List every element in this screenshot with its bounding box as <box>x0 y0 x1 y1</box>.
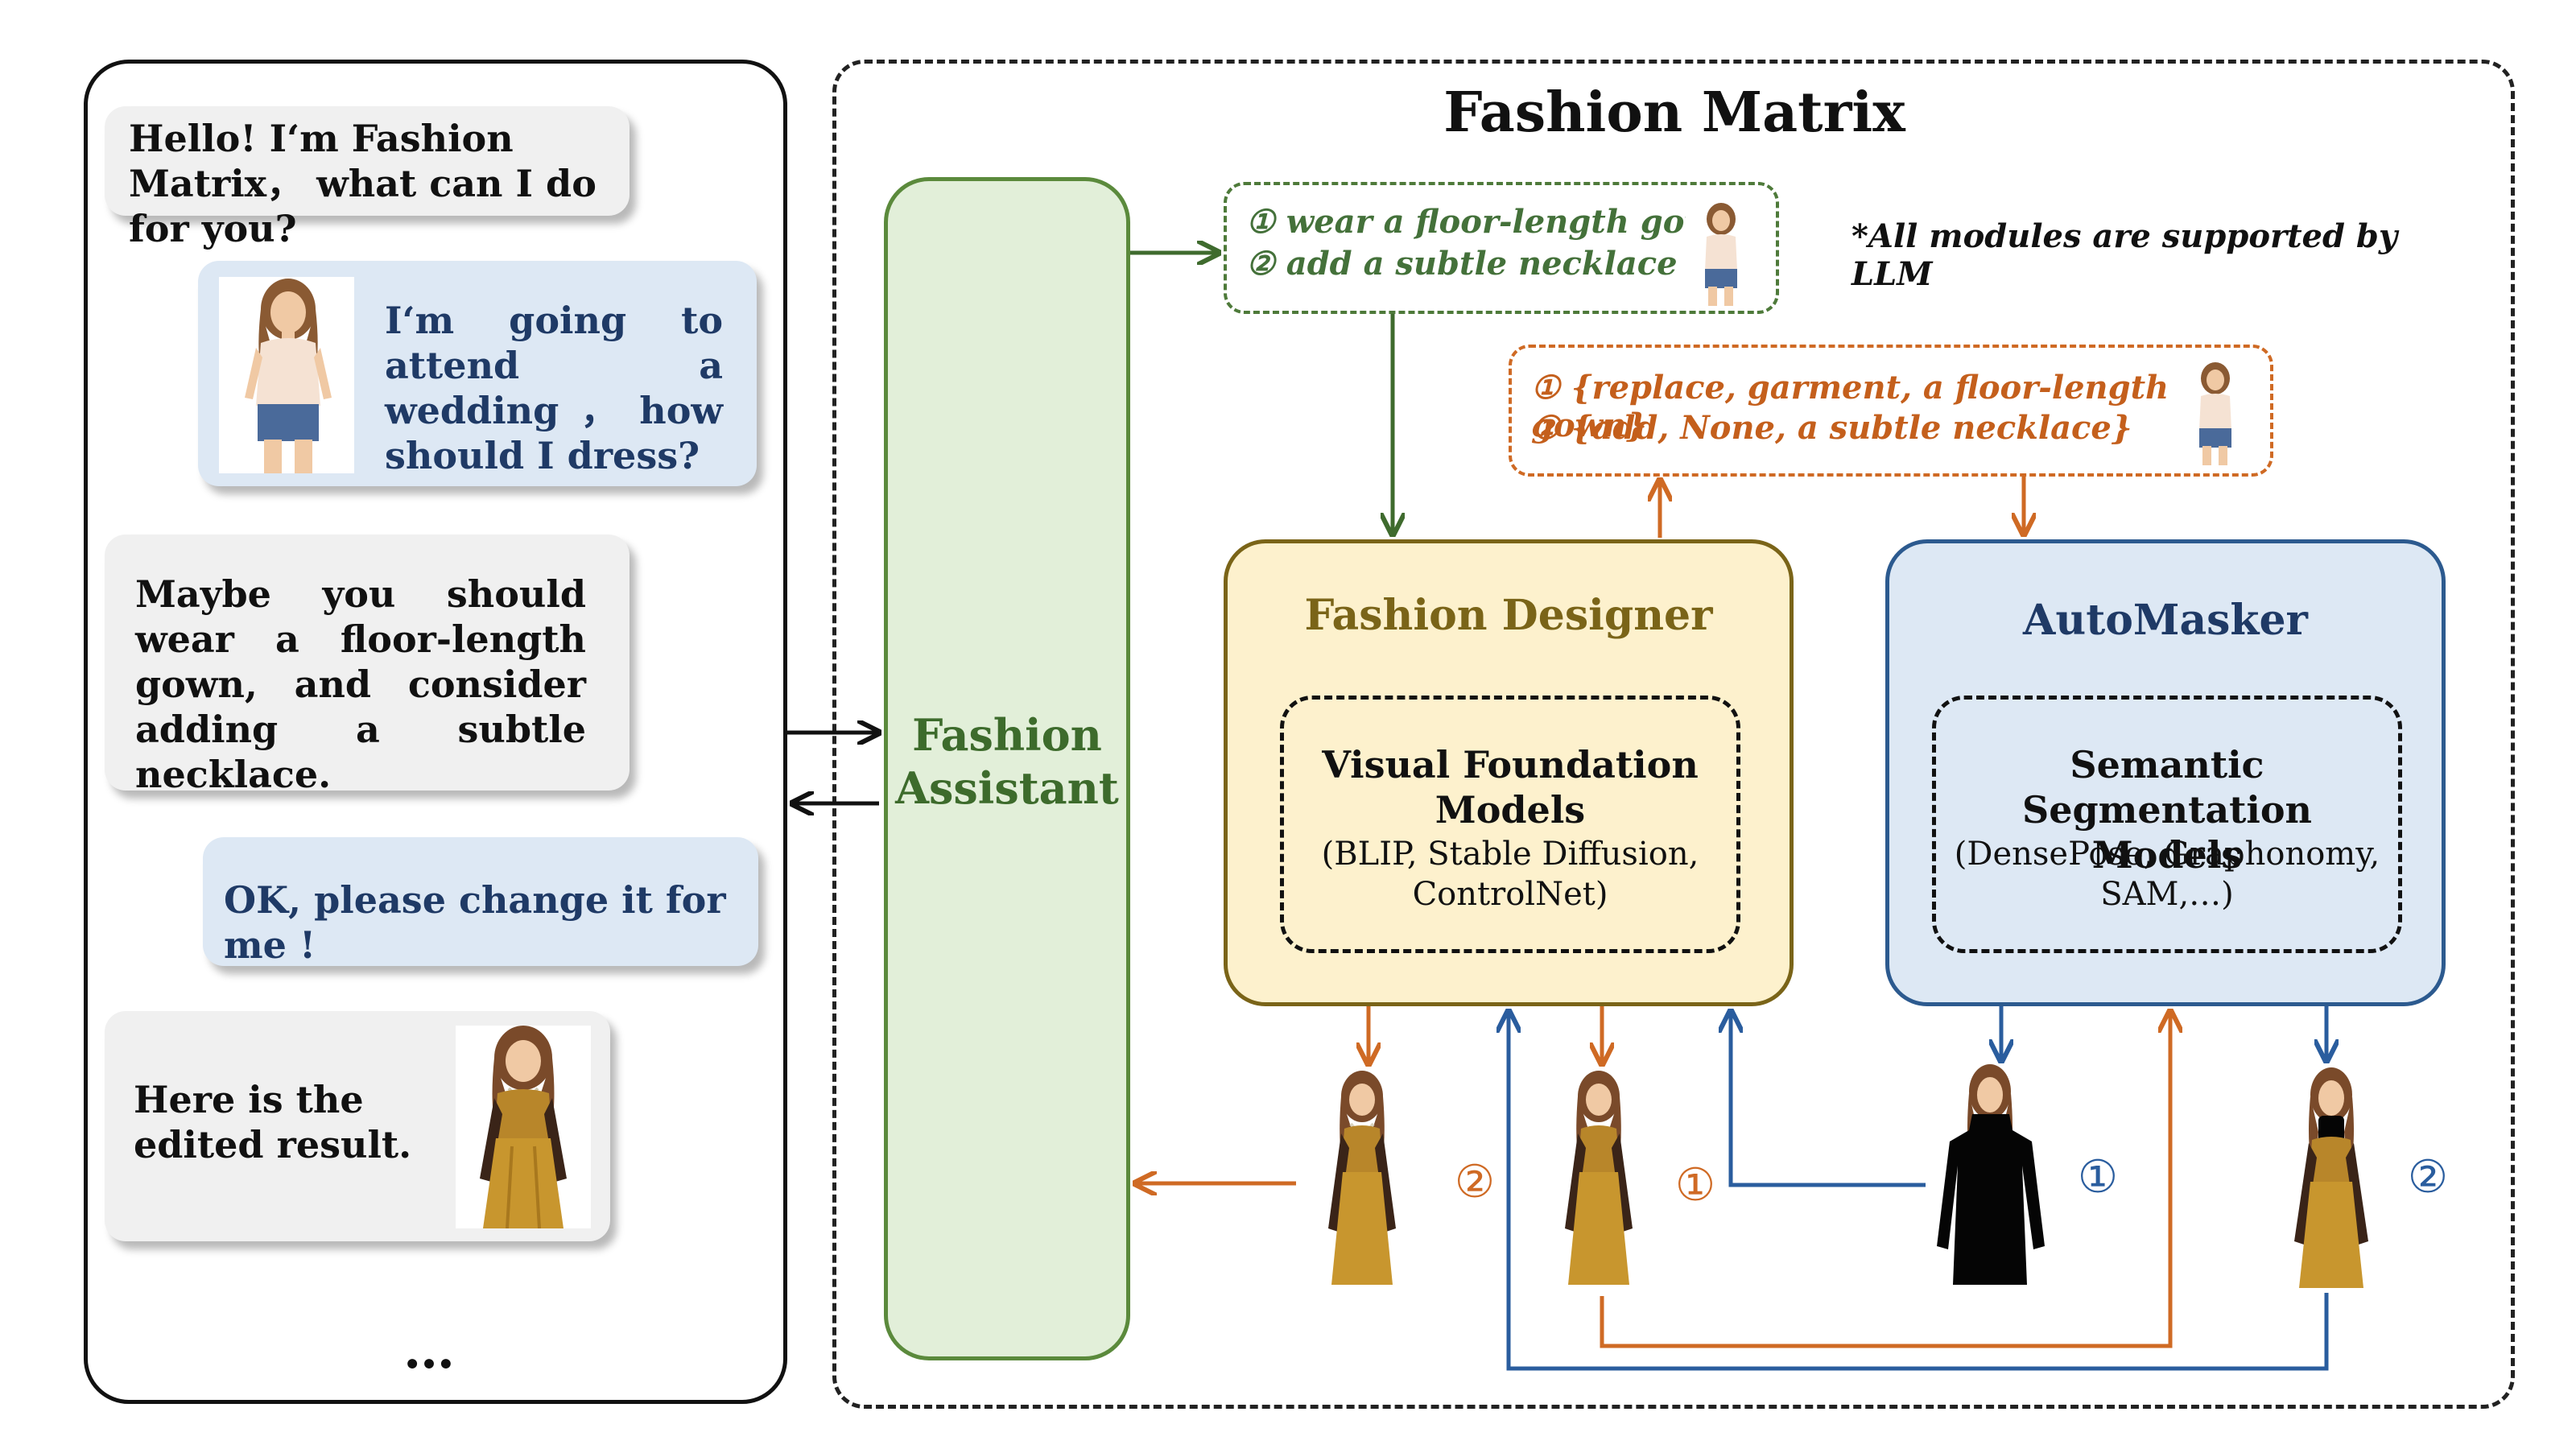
semantic-segmentation-models-title-line1: Semantic Segmentation <box>2022 743 2312 832</box>
garment-mask-image <box>1932 1061 2053 1285</box>
semantic-segmentation-models-box <box>1932 696 2402 953</box>
semantic-segmentation-models-list-line2: SAM,…) <box>2100 876 2234 913</box>
chat-message-suggestion: Maybe you should wear a floor-length gow… <box>105 535 630 796</box>
visual-foundation-models-title: Visual Foundation Models <box>1280 742 1740 832</box>
automasker-box <box>1885 539 2446 1006</box>
chat-message-text: Here is the edited result. <box>134 1078 412 1166</box>
visual-foundation-models-list-line2: ControlNet) <box>1412 876 1608 913</box>
step-label-mask-1: ① <box>2077 1151 2119 1203</box>
necklace-mask-image <box>2275 1064 2388 1288</box>
visual-foundation-models-list-line1: (BLIP, Stable Diffusion, <box>1321 836 1699 873</box>
visual-foundation-models-list: (BLIP, Stable Diffusion, ControlNet) <box>1280 834 1740 914</box>
final-result-image <box>1317 1067 1406 1285</box>
semantic-segmentation-models-title: Semantic Segmentation Models <box>1932 742 2402 877</box>
fashion-assistant-label: Fashion Assistant <box>884 708 1130 815</box>
command-1: ① {replace, garment, a floor-length gown… <box>1531 369 2169 444</box>
chat-message-text: Hello! I‘m Fashion Matrix， what can I do… <box>129 117 597 250</box>
plan-thumbnail-photo <box>1686 201 1755 306</box>
step-label-mask-2: ② <box>2407 1151 2449 1203</box>
visual-foundation-models-title-line2: Models <box>1435 788 1586 832</box>
step-label-result-1: ① <box>1674 1159 1716 1212</box>
semantic-segmentation-models-title-line2: Models <box>2091 833 2243 877</box>
chat-message-user-question: I‘m going to attend a wedding，how should… <box>198 261 757 486</box>
automasker-title: AutoMasker <box>2023 596 2308 645</box>
plan-step-2: ② add a subtle necklace <box>1246 245 1678 283</box>
chat-message-text: I‘m going to attend a wedding，how should… <box>385 299 723 477</box>
command-box: ① {replace, garment, a floor-length gown… <box>1509 345 2273 477</box>
fashion-designer-title: Fashion Designer <box>1304 591 1713 640</box>
visual-foundation-models-box <box>1280 696 1740 953</box>
user-photo-casual-outfit <box>219 277 354 473</box>
result-photo-gold-gown <box>456 1026 591 1228</box>
fashion-assistant-label-line2: Assistant <box>895 762 1119 814</box>
visual-foundation-models-title-line1: Visual Foundation <box>1322 743 1699 786</box>
command-2: ② {add, None, a subtle necklace} <box>1531 409 2132 447</box>
fashion-assistant-label-line1: Fashion <box>912 709 1102 761</box>
llm-note: *All modules are supported by LLM <box>1852 217 2398 293</box>
arrow-intermediate-to-automasker <box>1600 1011 2170 1348</box>
fashion-designer-box <box>1224 539 1794 1006</box>
chat-message-greeting: Hello! I‘m Fashion Matrix， what can I do… <box>105 106 630 250</box>
diagram-title: Fashion Matrix <box>1443 80 1905 145</box>
command-thumbnail-photo <box>2180 361 2249 465</box>
plan-box: ① wear a floor-length gown ② add a subtl… <box>1224 182 1779 314</box>
chat-panel <box>84 60 787 1404</box>
chat-message-user-request: OK, please change it for me ! <box>203 837 758 967</box>
plan-step-1: ① wear a floor-length gown <box>1246 203 1736 241</box>
more-messages-ellipsis: … <box>403 1320 458 1381</box>
arrow-mask1-to-designer <box>1731 1011 1926 1187</box>
arrow-mask2-to-designer <box>1509 1011 2329 1371</box>
semantic-segmentation-models-list: (DensePose, Graphonomy, SAM,…) <box>1932 834 2402 914</box>
intermediate-result-image <box>1554 1067 1642 1285</box>
semantic-segmentation-models-list-line1: (DensePose, Graphonomy, <box>1954 836 2380 873</box>
chat-message-result: Here is the edited result. <box>105 1011 610 1241</box>
fashion-assistant-box <box>884 177 1130 1360</box>
step-label-result-2: ② <box>1454 1156 1496 1208</box>
chat-message-text: OK, please change it for me ! <box>224 878 726 967</box>
chat-message-text: Maybe you should wear a floor-length gow… <box>135 572 586 796</box>
